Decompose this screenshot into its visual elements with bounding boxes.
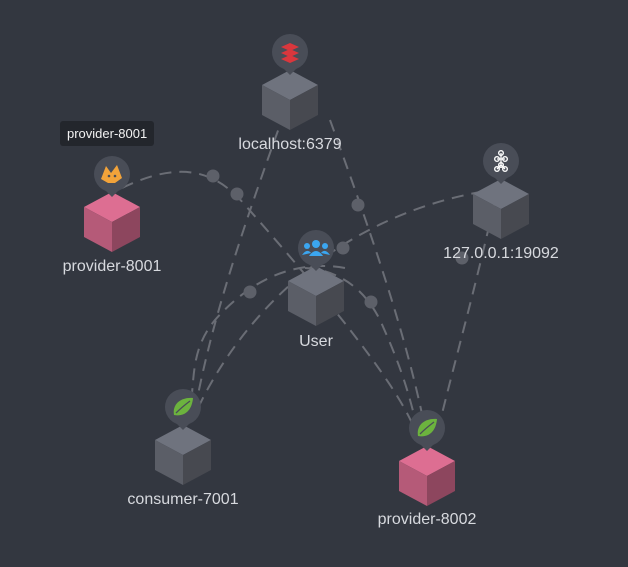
edge-midpoint-dot <box>206 169 220 183</box>
edge-localhost-6379-to-provider-8002[interactable] <box>329 119 426 429</box>
edge-midpoint-dot <box>364 295 378 309</box>
node-label-provider-8001: provider-8001 <box>62 258 162 275</box>
edge-user-to-provider-8002[interactable] <box>304 267 419 431</box>
edge-midpoint-dot <box>230 187 244 201</box>
redis-icon <box>281 43 299 63</box>
spring-leaf-icon <box>173 397 193 416</box>
node-consumer-7001[interactable] <box>155 389 211 485</box>
node-label-consumer-7001: consumer-7001 <box>127 491 239 508</box>
spring-leaf-icon <box>417 418 437 437</box>
node-kafka-19092[interactable] <box>473 143 529 239</box>
edge-provider-8001-to-provider-8002[interactable] <box>121 170 416 431</box>
node-label-user: User <box>299 333 333 350</box>
node-provider-8001[interactable] <box>84 156 140 252</box>
edge-midpoint-dot <box>351 198 365 212</box>
edge-layer <box>121 119 496 431</box>
edge-midpoint-dot <box>336 241 350 255</box>
node-label-provider-8002: provider-8002 <box>377 511 477 528</box>
node-label-localhost-6379: localhost:6379 <box>238 136 342 153</box>
edge-midpoint-dot <box>455 251 469 265</box>
edge-midpoint-dot <box>243 285 257 299</box>
edge-consumer-7001-to-localhost-6379[interactable] <box>194 124 281 411</box>
tomcat-icon <box>101 165 122 183</box>
kafka-icon <box>494 149 509 172</box>
node-localhost-6379[interactable] <box>262 34 318 130</box>
node-tooltip: provider-8001 <box>60 121 155 146</box>
edge-user-to-consumer-7001[interactable] <box>189 264 346 411</box>
user-group-icon <box>302 240 330 256</box>
edge-provider-8002-to-kafka-19092[interactable] <box>437 199 496 431</box>
node-label-kafka-19092: 127.0.0.1:19092 <box>443 245 559 262</box>
node-provider-8002[interactable] <box>399 410 455 506</box>
node-user[interactable] <box>288 230 344 326</box>
